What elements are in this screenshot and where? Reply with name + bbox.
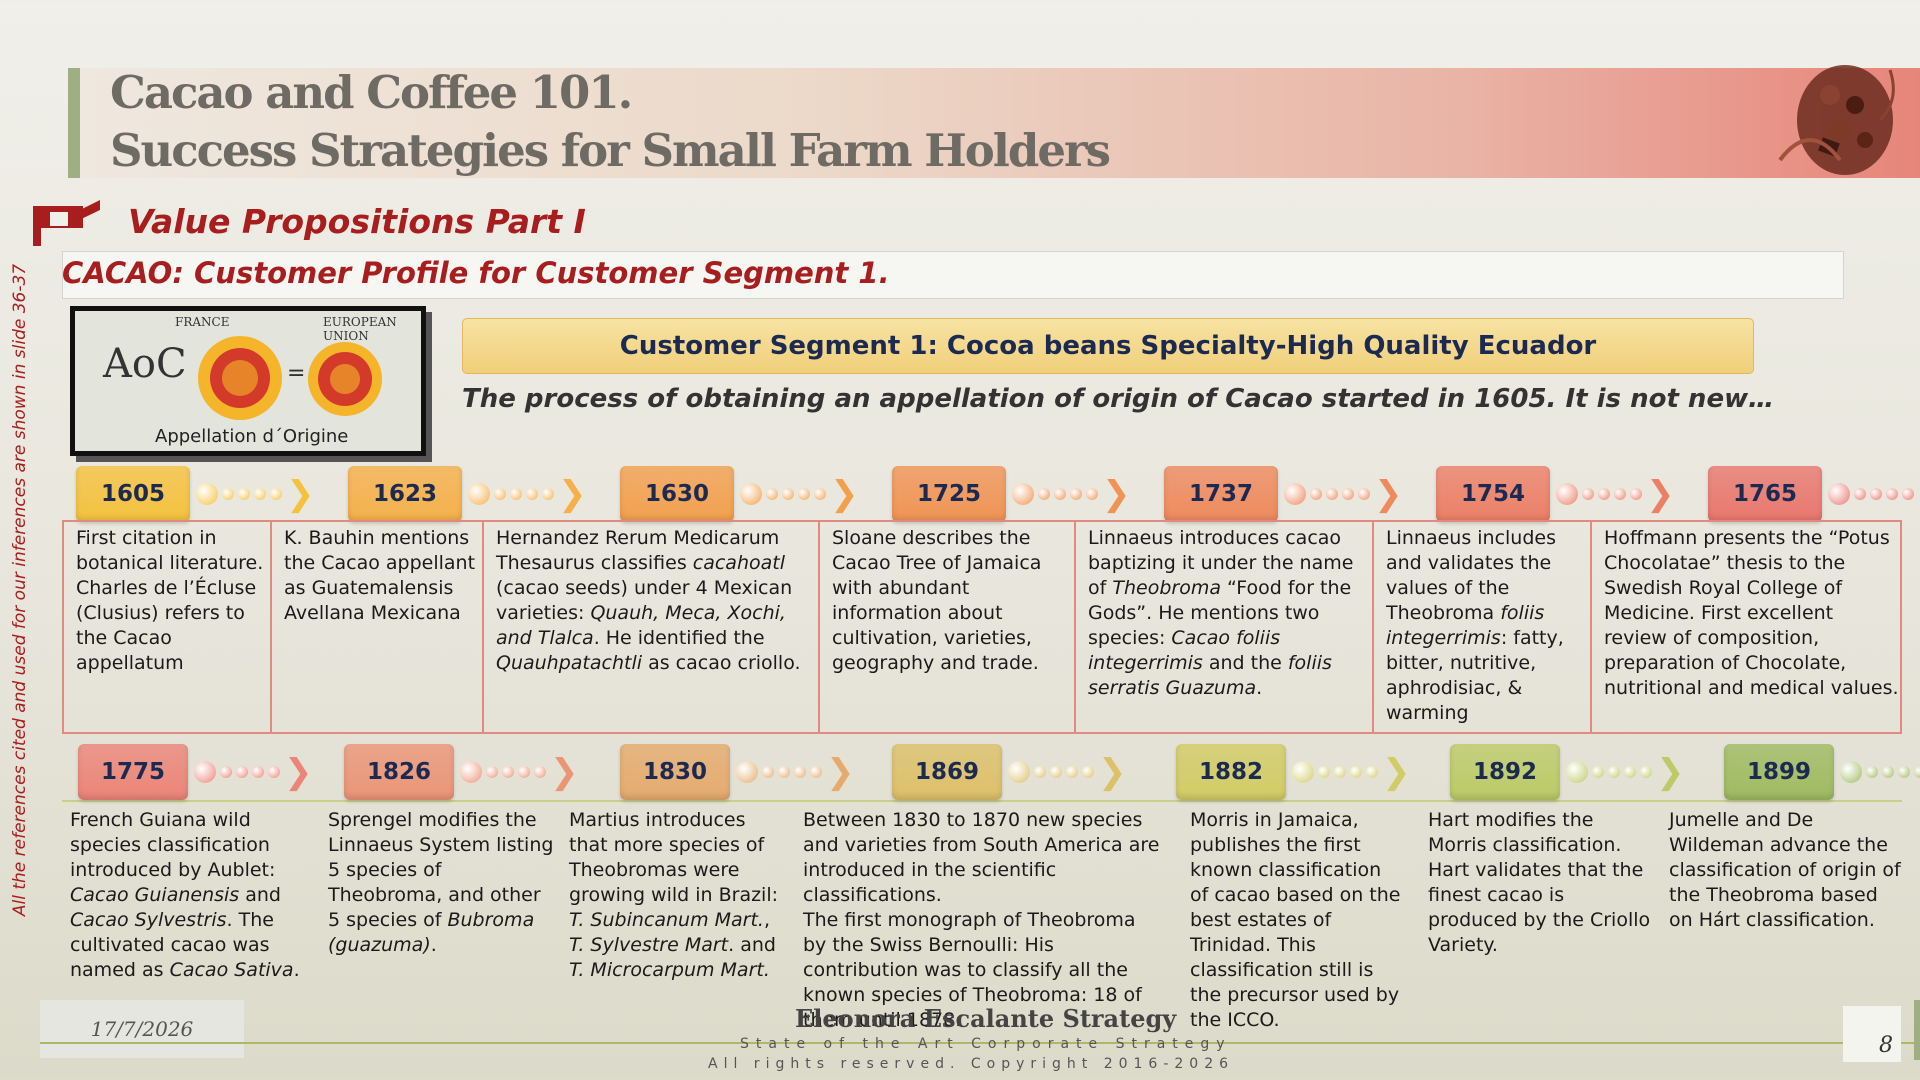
timeline-connector-icon: ❯ (1556, 477, 1675, 511)
row2-year-tag: 1899 (1724, 744, 1834, 800)
row1-year-tag: 1623 (348, 466, 462, 522)
process-statement: The process of obtaining an appellation … (462, 384, 1775, 414)
row1-year-tag: 1737 (1164, 466, 1278, 522)
timeline-connector-icon: ❯ (460, 755, 579, 789)
aoc-mark: AoC (103, 341, 187, 387)
table-column-divider (818, 520, 820, 734)
segment-bar-text: Customer Segment 1: Cocoa beans Specialt… (619, 331, 1597, 361)
page-accent-bar (1914, 1000, 1920, 1060)
flag-icon (33, 200, 100, 246)
row1-year-tag: 1725 (892, 466, 1006, 522)
row1-year-tag: 1605 (76, 466, 190, 522)
footer-brand: Eleonora Escalante Strategy (795, 1004, 1177, 1033)
timeline-connector-icon: ❯ (1566, 755, 1685, 789)
profile-title-box (62, 251, 1844, 299)
row2-event-text: Morris in Jamaica, publishes the first k… (1190, 809, 1401, 1031)
eu-seal-icon (308, 342, 382, 416)
aoc-france-label: FRANCE (175, 315, 230, 329)
references-side-note: All the references cited and used for ou… (10, 263, 30, 917)
page-number: 8 (1843, 1006, 1901, 1062)
equals-icon: = (287, 361, 306, 386)
timeline-connector-icon: ❯ (1012, 477, 1131, 511)
row2-year-tag: 1826 (344, 744, 454, 800)
section-title: Value Propositions Part I (128, 202, 586, 241)
row2-event-text: French Guiana wild species classificatio… (70, 809, 300, 981)
timeline-connector-icon: ❯ (196, 477, 315, 511)
row2-year-tag: 1869 (892, 744, 1002, 800)
row1-event-text: Linnaeus includes and validates the valu… (1386, 527, 1564, 724)
aoc-eu-label: EUROPEAN UNION (323, 315, 397, 343)
footer-tagline: State of the Art Corporate Strategy (740, 1036, 1232, 1052)
timeline-connector-icon: ❯ (194, 755, 313, 789)
title-line-1: Cacao and Coffee 101. (110, 66, 633, 119)
row2-event-text: Jumelle and De Wildeman advance the clas… (1669, 809, 1901, 931)
timeline-connector-icon: ❯ (1284, 477, 1403, 511)
row2-year-tag: 1882 (1176, 744, 1286, 800)
title-accent-bar (68, 68, 80, 178)
footer-copyright: All rights reserved. Copyright 2016-2026 (708, 1056, 1235, 1072)
timeline-row-1-table (62, 520, 1902, 734)
table-column-divider (1074, 520, 1076, 734)
row1-year-tag: 1630 (620, 466, 734, 522)
row1-event-text: First citation in botanical literature.C… (76, 527, 264, 674)
timeline-connector-icon: ❯ (1840, 757, 1920, 787)
row1-event-text: Hernandez Rerum Medicarum Thesaurus clas… (496, 527, 801, 674)
table-column-divider (482, 520, 484, 734)
table-column-divider (270, 520, 272, 734)
aoc-logo-box: FRANCE EUROPEAN UNION AoC = Appellation … (70, 306, 426, 456)
cacao-decoration-image (1778, 65, 1895, 175)
row1-year-tag: 1765 (1708, 466, 1822, 522)
segment-bar: Customer Segment 1: Cocoa beans Specialt… (462, 318, 1754, 374)
table-column-divider (1590, 520, 1592, 734)
timeline-connector-icon: ❯ (1292, 755, 1411, 789)
title-banner (68, 68, 1920, 178)
row2-year-tag: 1775 (78, 744, 188, 800)
row1-year-tag: 1754 (1436, 466, 1550, 522)
pdo-seal-icon (198, 336, 282, 420)
timeline-connector-icon: ❯ (1008, 755, 1127, 789)
timeline-connector-icon: ❯ (740, 477, 859, 511)
row1-event-text: Hoffmann presents the “Potus Chocolatae”… (1604, 527, 1899, 699)
title-line-2: Success Strategies for Small Farm Holder… (110, 124, 1111, 177)
timeline-row-2-divider (62, 800, 1902, 802)
timeline-connector-icon: ❯ (1828, 477, 1920, 511)
footer-date: 17/7/2026 (40, 1000, 244, 1058)
row1-event-text: K. Bauhin mentions the Cacao appellant a… (284, 527, 476, 624)
row1-event-text: Linnaeus introduces cacao baptizing it u… (1088, 527, 1354, 699)
row2-year-tag: 1892 (1450, 744, 1560, 800)
table-column-divider (1372, 520, 1374, 734)
timeline-connector-icon: ❯ (736, 755, 855, 789)
row2-event-text: Between 1830 to 1870 new species and var… (803, 809, 1160, 1031)
row1-event-text: Sloane describes the Cacao Tree of Jamai… (832, 527, 1042, 674)
row2-event-text: Sprengel modifies the Linnaeus System li… (328, 809, 554, 956)
row2-year-tag: 1830 (620, 744, 730, 800)
footer-divider (40, 1042, 1920, 1044)
aoc-caption: Appellation d´Origine (155, 426, 349, 447)
profile-title: CACAO: Customer Profile for Customer Seg… (62, 256, 890, 290)
timeline-connector-icon: ❯ (468, 477, 587, 511)
row2-event-text: Hart modifies the Morris classification.… (1428, 809, 1651, 956)
row2-event-text: Martius introduces that more species of … (569, 809, 779, 981)
